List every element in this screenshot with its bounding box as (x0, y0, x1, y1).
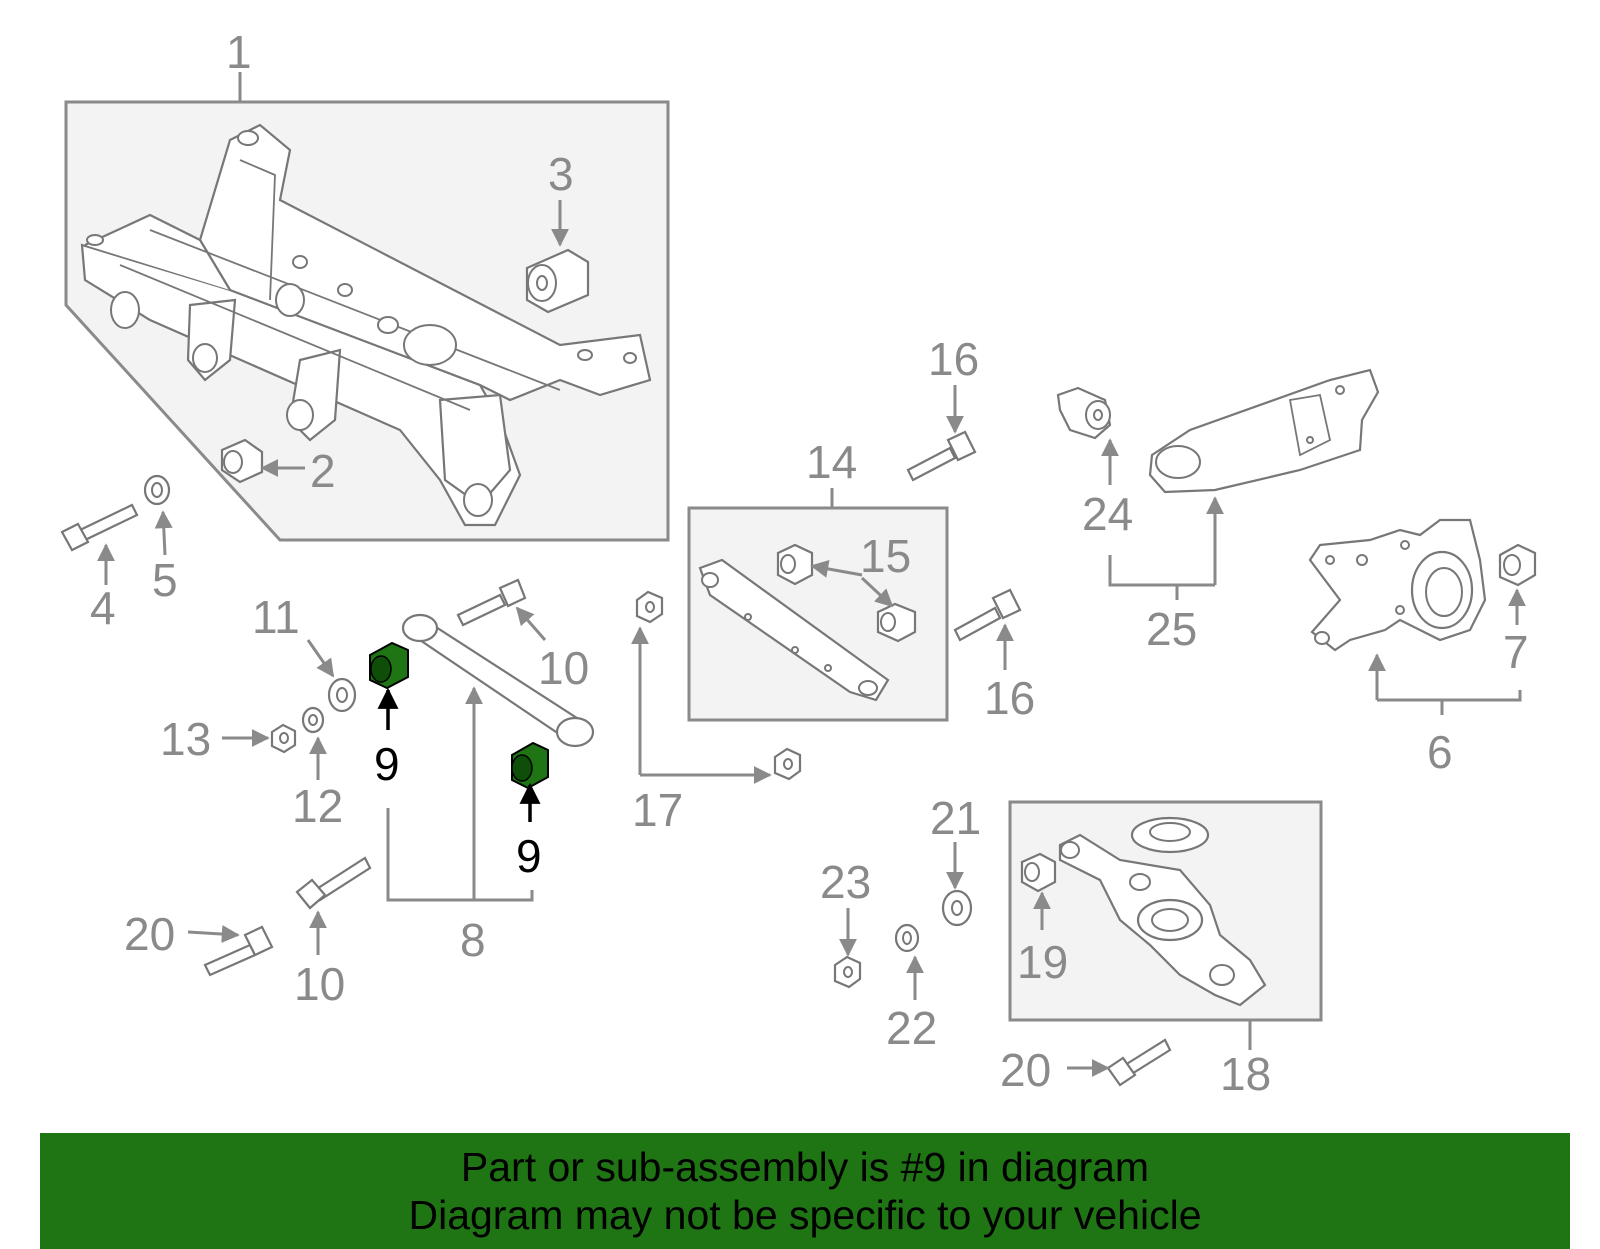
upper-arm-14 (698, 558, 890, 702)
leader-11 (306, 639, 335, 678)
callout-7: 7 (1503, 626, 1529, 678)
bolt-10-upper (456, 578, 527, 627)
callout-22: 22 (886, 1002, 937, 1054)
bushing-2 (220, 438, 264, 484)
callout-20-right: 20 (1000, 1044, 1051, 1096)
callout-19: 19 (1017, 936, 1068, 988)
callout-5: 5 (152, 554, 178, 606)
leader-10-upper (515, 606, 547, 641)
callout-12: 12 (292, 780, 343, 832)
callout-10-upper: 10 (538, 642, 589, 694)
bushing-15-b (876, 602, 917, 643)
callout-25: 25 (1146, 603, 1197, 655)
leader-5 (154, 510, 173, 556)
lateral-link-8 (401, 613, 595, 748)
callout-16-upper: 16 (928, 333, 979, 385)
bracket-25 (1108, 555, 1215, 587)
callout-1: 1 (226, 26, 252, 78)
bushing-7 (1498, 543, 1537, 587)
bushing-15-a (776, 543, 814, 586)
callout-9-left: 9 (374, 738, 400, 790)
callout-23: 23 (820, 856, 871, 908)
bracket-9-8 (386, 808, 534, 902)
lower-arm-18 (1058, 833, 1267, 1007)
bushing-24 (1056, 386, 1112, 440)
banner-line-1: Part or sub-assembly is #9 in diagram (460, 1144, 1150, 1190)
callout-10-lower: 10 (294, 958, 345, 1010)
bolt-10-lower (295, 856, 372, 910)
callout-14: 14 (806, 436, 857, 488)
leader-15 (810, 560, 863, 578)
callout-21: 21 (930, 792, 981, 844)
trailing-arm-25 (1148, 368, 1380, 494)
callout-16-lower: 16 (984, 672, 1035, 724)
knuckle-6 (1308, 518, 1487, 652)
bolt-16-upper (906, 430, 977, 482)
callout-2: 2 (310, 445, 336, 497)
subframe-illustration (80, 123, 652, 527)
bushing-9-highlight-left (369, 641, 409, 690)
bolt-4 (60, 503, 139, 552)
info-banner: Part or sub-assembly is #9 in diagram Di… (40, 1133, 1570, 1249)
callout-15: 15 (860, 530, 911, 582)
callout-13: 13 (160, 713, 211, 765)
callout-17: 17 (632, 784, 683, 836)
banner-line-2: Diagram may not be specific to your vehi… (408, 1192, 1202, 1238)
bushing-3 (525, 248, 590, 314)
bolt-20-left (203, 925, 274, 977)
callout-4: 4 (90, 582, 116, 634)
callout-20-left: 20 (124, 908, 175, 960)
leader-15b (860, 576, 894, 608)
callout-3: 3 (548, 148, 574, 200)
callout-24: 24 (1082, 488, 1133, 540)
spring-seat (1130, 816, 1210, 854)
callout-6: 6 (1427, 726, 1453, 778)
callout-9-right: 9 (516, 830, 542, 882)
callout-18: 18 (1220, 1048, 1271, 1100)
bracket-6 (1377, 690, 1522, 702)
bolt-20-right (1106, 1038, 1172, 1087)
callout-8: 8 (460, 914, 486, 966)
bolt-16-lower (953, 588, 1022, 642)
leader-20-left (187, 925, 240, 944)
bushing-9-highlight-right (511, 741, 549, 790)
bushing-19 (1020, 852, 1057, 893)
callout-11: 11 (252, 591, 300, 643)
